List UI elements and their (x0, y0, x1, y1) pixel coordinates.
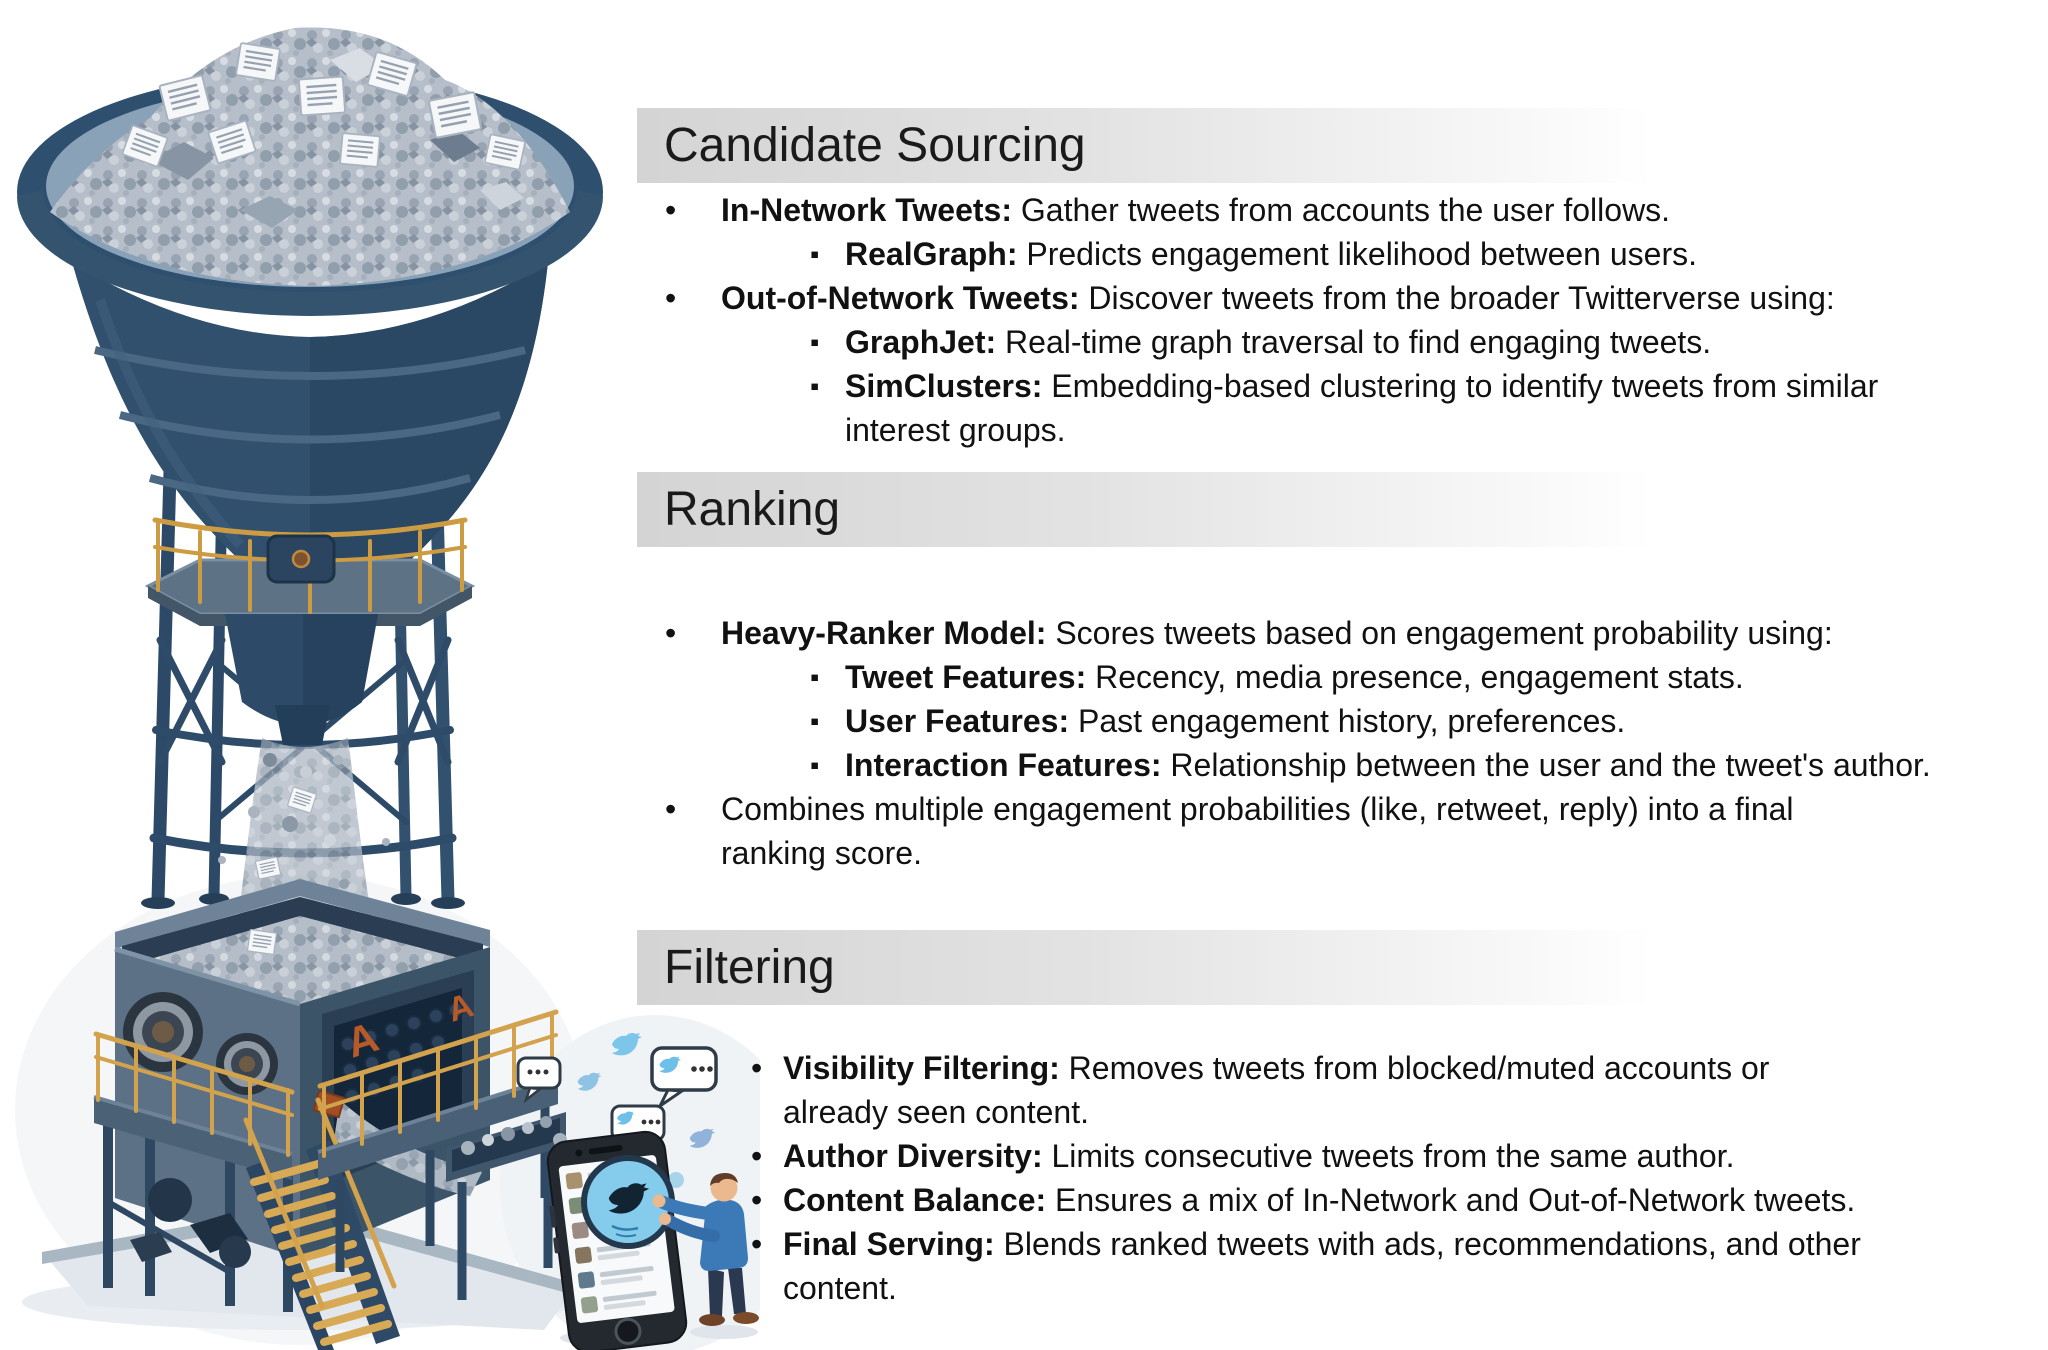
list-item: • Content Balance: Ensures a mix of In-N… (637, 1178, 2048, 1222)
list-item-text: RealGraph: Predicts engagement likelihoo… (845, 236, 1697, 272)
section-title: Candidate Sourcing (664, 119, 1086, 172)
list-item: ▪ SimClusters: Embedding-based clusterin… (637, 364, 2048, 452)
speaker-icon (588, 1144, 623, 1155)
left-platform (93, 1031, 295, 1312)
speech-bubble-icon (516, 1056, 562, 1104)
bullet-square-icon: ▪ (810, 239, 820, 269)
list-item-text: Tweet Features: Recency, media presence,… (845, 659, 1744, 695)
ranking-list: • Heavy-Ranker Model: Scores tweets base… (637, 611, 2048, 875)
candidate-sourcing-list: • In-Network Tweets: Gather tweets from … (637, 188, 2048, 452)
safety-railing (317, 1009, 559, 1158)
base-platform (22, 1206, 578, 1330)
list-item: ▪ GraphJet: Real-time graph traversal to… (637, 320, 2048, 364)
bullet-dot-icon: • (665, 280, 677, 316)
bullet-square-icon: ▪ (810, 371, 820, 401)
bullet-dot-icon: • (665, 192, 677, 228)
stairs (243, 1097, 400, 1350)
bullet-dot-icon: • (665, 791, 677, 827)
list-item: • In-Network Tweets: Gather tweets from … (637, 188, 2048, 232)
section-header-filtering: Filtering (637, 930, 2048, 1005)
section-header-ranking: Ranking (637, 472, 2048, 547)
debris-stream (218, 738, 390, 935)
list-item-text: User Features: Past engagement history, … (845, 703, 1626, 739)
list-item-text: Heavy-Ranker Model: Scores tweets based … (721, 615, 1833, 651)
section-header-candidate-sourcing: Candidate Sourcing (637, 108, 2048, 183)
bullet-square-icon: ▪ (810, 327, 820, 357)
list-item: • Visibility Filtering: Removes tweets f… (637, 1046, 2048, 1134)
list-item-text: SimClusters: Embedding-based clustering … (845, 368, 1879, 448)
list-item-text: Visibility Filtering: Removes tweets fro… (783, 1050, 1770, 1130)
list-item: ▪ User Features: Past engagement history… (637, 699, 2048, 743)
funnel-spout (225, 614, 378, 745)
home-button (614, 1317, 642, 1345)
list-item: • Out-of-Network Tweets: Discover tweets… (637, 276, 2048, 320)
bullet-square-icon: ▪ (810, 750, 820, 780)
list-item-text: Author Diversity: Limits consecutive twe… (783, 1138, 1735, 1174)
right-platform (317, 1009, 559, 1272)
list-item-text: GraphJet: Real-time graph traversal to f… (845, 324, 1712, 360)
tweet-pipeline-illustration: A A (15, 27, 760, 1350)
section-title: Ranking (664, 483, 841, 536)
safety-railing (243, 1097, 397, 1309)
bullet-dot-icon: • (751, 1050, 763, 1086)
panel-emblem-icon (291, 549, 311, 569)
safety-railing (93, 1031, 295, 1157)
list-item-text: In-Network Tweets: Gather tweets from ac… (721, 192, 1671, 228)
list-item: • Combines multiple engagement probabili… (637, 787, 2048, 875)
list-item-text: Combines multiple engagement probabiliti… (721, 791, 1794, 871)
list-item: ▪ Tweet Features: Recency, media presenc… (637, 655, 2048, 699)
under-deck-machinery (130, 1178, 251, 1268)
funnel-bowl (17, 27, 603, 316)
bullet-dot-icon: • (751, 1138, 763, 1174)
list-item-text: Final Serving: Blends ranked tweets with… (783, 1226, 1861, 1306)
bullet-dot-icon: • (751, 1226, 763, 1262)
list-item: ▪ Interaction Features: Relationship bet… (637, 743, 2048, 787)
camera-icon (575, 1149, 583, 1157)
rubble-pile (50, 27, 570, 286)
filtering-list: • Visibility Filtering: Removes tweets f… (637, 1046, 2048, 1310)
speech-bubble-icon (650, 1046, 718, 1111)
list-item: • Final Serving: Blends ranked tweets wi… (637, 1222, 2048, 1310)
content-column: Candidate Sourcing • In-Network Tweets: … (637, 0, 2048, 1350)
list-item-text: Out-of-Network Tweets: Discover tweets f… (721, 280, 1835, 316)
user-figure (652, 1173, 759, 1326)
list-item: • Author Diversity: Limits consecutive t… (637, 1134, 2048, 1178)
list-item-text: Interaction Features: Relationship betwe… (845, 747, 1931, 783)
bullet-square-icon: ▪ (810, 706, 820, 736)
bullet-square-icon: ▪ (810, 662, 820, 692)
tweet-funnel (72, 262, 548, 567)
list-item: • Heavy-Ranker Model: Scores tweets base… (637, 611, 2048, 655)
bullet-dot-icon: • (751, 1182, 763, 1218)
bullet-dot-icon: • (665, 615, 677, 651)
list-item-text: Content Balance: Ensures a mix of In-Net… (783, 1182, 1856, 1218)
output-chute (446, 1112, 596, 1300)
section-title: Filtering (664, 941, 835, 994)
list-item: ▪ RealGraph: Predicts engagement likelih… (637, 232, 2048, 276)
